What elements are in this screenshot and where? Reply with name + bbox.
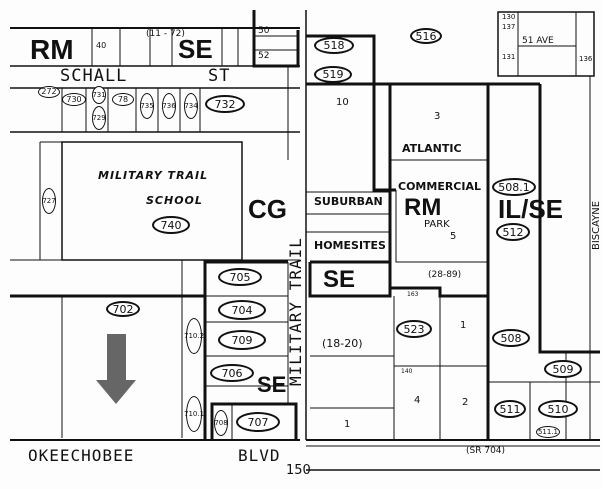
park-label: PARK: [424, 219, 450, 230]
zone-rm-mid: RM: [404, 194, 442, 221]
parcel-oval-508: 508: [492, 329, 530, 347]
school-label-1: MILITARY TRAIL: [98, 169, 209, 182]
parcel-oval-736: 736: [162, 93, 176, 119]
parcel-136: 136: [579, 55, 593, 63]
parcel-oval-508-1: 508.1: [492, 178, 536, 196]
parcel-oval-734: 734: [184, 93, 198, 119]
parcel-140: 140: [401, 368, 413, 375]
parcel-oval-708: 708: [214, 410, 228, 436]
parcel-2: 2: [462, 397, 469, 408]
parcel-oval-727: 727: [42, 188, 56, 214]
range-11-72: (11 - 72): [146, 29, 185, 39]
parcel-oval-704: 704: [218, 300, 266, 320]
suburban-label: SUBURBAN: [314, 195, 383, 208]
parcel-5: 5: [450, 231, 457, 242]
zone-cg: CG: [248, 194, 287, 224]
street-st: ST: [208, 66, 231, 86]
parcel-10: 10: [336, 97, 349, 108]
parcel-oval-272: 272: [38, 86, 60, 98]
commercial-label: COMMERCIAL: [398, 180, 481, 193]
parcel-oval-705: 705: [218, 268, 262, 286]
parcel-oval-523: 523: [396, 320, 432, 338]
street-biscayne: BISCAYNE: [591, 200, 602, 250]
parcel-oval-709: 709: [218, 330, 266, 350]
parcel-oval-511: 511: [494, 400, 526, 418]
parcel-163: 163: [407, 291, 419, 298]
parcel-oval-511-1: 511.1: [536, 426, 560, 438]
parcel-oval-509: 509: [544, 360, 582, 378]
street-sr704: (SR 704): [466, 446, 506, 456]
parcel-oval-510: 510: [538, 400, 578, 418]
street-blvd: BLVD: [238, 446, 281, 465]
parcel-131: 131: [502, 53, 516, 61]
parcel-40: 40: [96, 41, 107, 50]
parcel-oval-707: 707: [236, 412, 280, 432]
street-schall: SCHALL: [60, 66, 128, 86]
parcel-oval-78: 78: [112, 93, 134, 106]
homesites-label: HOMESITES: [314, 239, 386, 252]
parcel-oval-735: 735: [140, 93, 154, 119]
zone-se-top: SE: [178, 34, 213, 64]
down-arrow-icon: [96, 334, 136, 404]
street-51-ave: 51 AVE: [522, 36, 554, 46]
street-military-trail: MILITARY TRAIL: [286, 237, 305, 386]
parcel-oval-710-2: 710.2: [184, 318, 204, 354]
range-18-20: (18-20): [322, 337, 363, 350]
parcel-oval-516: 516: [410, 28, 442, 44]
street-okeechobee: OKEECHOBEE: [28, 446, 135, 465]
zone-rm-top: RM: [30, 34, 74, 65]
parcel-oval-702: 702: [106, 301, 140, 317]
zone-se-low: SE: [257, 372, 287, 397]
parcel-1a: 1: [460, 320, 467, 331]
parcel-oval-710-1: 710.1: [184, 396, 204, 432]
parcel-oval-729: 729: [92, 106, 106, 130]
parcel-oval-706: 706: [210, 364, 254, 382]
school-label-2: SCHOOL: [146, 194, 203, 207]
parcel-oval-732: 732: [205, 95, 245, 113]
zone-se-mid: SE: [323, 266, 356, 293]
parcel-oval-740: 740: [152, 216, 190, 234]
street-atlantic: ATLANTIC: [402, 142, 462, 155]
parcel-oval-519: 519: [314, 66, 352, 83]
parcel-oval-512: 512: [496, 223, 530, 241]
parcel-1b: 1: [344, 419, 351, 430]
parcel-oval-730: 730: [62, 93, 86, 106]
parcel-137: 137: [502, 23, 516, 31]
number-150: 150: [286, 463, 311, 478]
parcel-130: 130: [502, 13, 516, 21]
zone-il-se: IL/SE: [498, 194, 564, 224]
parcel-oval-518: 518: [314, 37, 354, 54]
parcel-3: 3: [434, 111, 441, 122]
parcel-50: 50: [258, 26, 270, 36]
parcel-4: 4: [414, 395, 421, 406]
parcel-oval-731: 731: [92, 86, 106, 104]
range-28-89: (28-89): [428, 270, 462, 280]
parcel-52: 52: [258, 51, 270, 61]
